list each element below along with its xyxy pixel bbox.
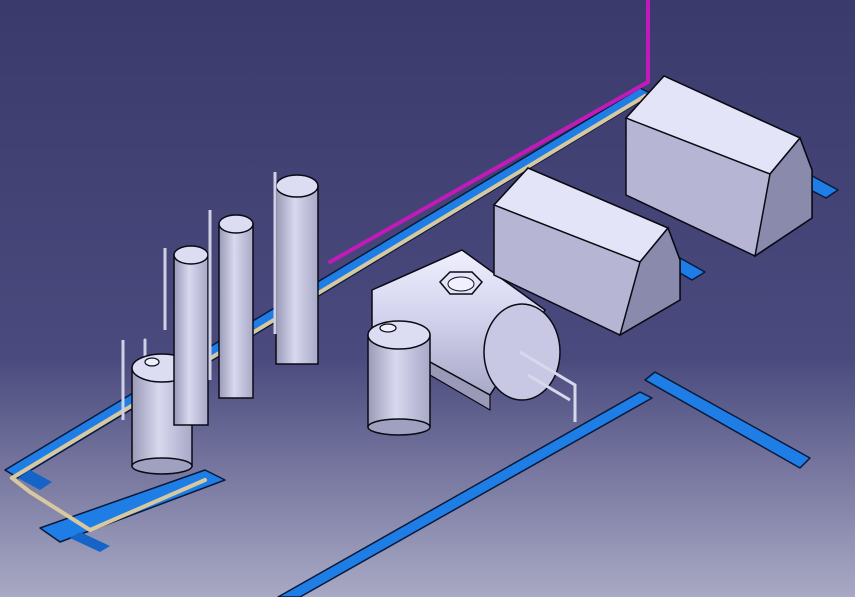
small-tank-right-body[interactable] [367,334,431,428]
vessel-manway-cover [447,276,475,292]
tall-column-1[interactable] [163,245,209,426]
vessel-outlet-pipe-2[interactable] [527,373,571,402]
small-tank-front-base [131,457,193,475]
tall-column-3-top[interactable] [275,174,319,198]
equipment-enclosure-1[interactable] [492,167,681,337]
cable-tray-end[interactable] [70,532,110,552]
tall-column-1-top[interactable] [173,245,209,265]
small-tank-right-nozzle[interactable] [379,323,397,333]
small-tank-front-nozzle[interactable] [144,357,160,367]
horizontal-vessel[interactable] [371,249,577,422]
pipe-tan-loop[interactable] [10,476,207,532]
cable-tray-lower-left[interactable] [39,469,226,543]
tall-column-3-body[interactable] [275,185,319,365]
pipe-magenta-run[interactable] [328,0,650,264]
cable-tray-branch[interactable] [644,371,811,469]
small-tank-right-base [367,418,431,436]
tall-column-3[interactable] [273,172,319,365]
tall-column-2[interactable] [208,210,254,399]
enclosure-1-side [618,226,681,337]
small-tank-right[interactable] [367,320,431,436]
pipe-tan-main[interactable] [10,94,647,480]
tall-column-2-body[interactable] [218,223,254,399]
enclosure-2-side [753,136,813,258]
vessel-outlet-pipe[interactable] [519,350,577,422]
cable-tray-corner[interactable] [18,470,52,490]
cable-tray-lower-right[interactable] [277,391,653,597]
small-tank-right-top[interactable] [367,320,431,350]
tall-column-2-top[interactable] [218,214,254,234]
equipment-enclosure-2[interactable] [624,75,813,258]
process-pipe-magenta[interactable] [328,0,650,264]
tall-column-1-body[interactable] [173,254,209,426]
